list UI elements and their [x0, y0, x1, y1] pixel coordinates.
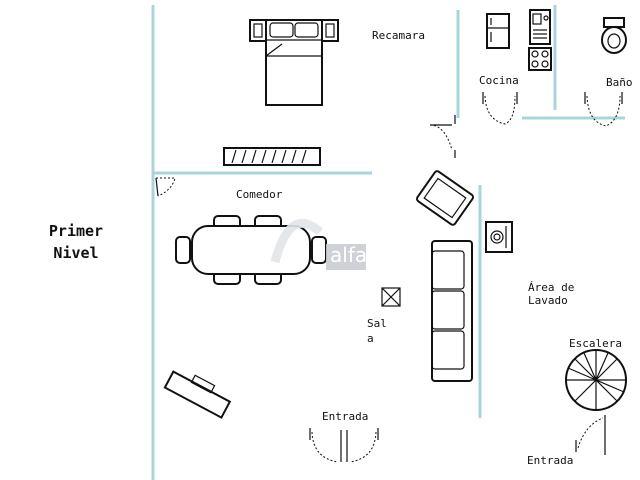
doors [155, 92, 623, 463]
level-title-line1: Primer [48, 222, 104, 240]
watermark-text: alfa [330, 243, 368, 267]
washing-machine [485, 221, 513, 253]
room-label-entrada-main: Entrada [322, 410, 369, 423]
room-label-recamara: Recamara [372, 29, 425, 42]
toilet [601, 17, 627, 54]
level-title-line2: Nivel [53, 244, 99, 262]
room-label-sala-line2: a [367, 332, 374, 345]
kitchen-sink [529, 9, 551, 45]
floor-drain [381, 287, 401, 307]
level-title: Primer Nivel [36, 220, 116, 264]
room-label-escalera: Escalera [569, 337, 622, 350]
room-label-lavado-line1: Área de [528, 281, 575, 294]
room-label-cocina: Cocina [479, 74, 519, 87]
fridge [486, 13, 510, 49]
room-label-entrada-side: Entrada [527, 454, 574, 467]
room-label-lavado-line2: Lavado [528, 294, 568, 307]
spiral-staircase [565, 349, 627, 411]
walls [151, 5, 625, 480]
stove [528, 47, 552, 71]
watermark-logo [270, 218, 366, 270]
room-label-comedor: Comedor [236, 188, 283, 201]
sofa [431, 240, 473, 382]
piano [163, 370, 232, 419]
room-label-bano: Baño [606, 76, 633, 89]
dresser [223, 147, 321, 166]
bed [249, 19, 339, 106]
room-label-sala-line1: Sal [367, 317, 387, 330]
armchair [416, 170, 474, 226]
